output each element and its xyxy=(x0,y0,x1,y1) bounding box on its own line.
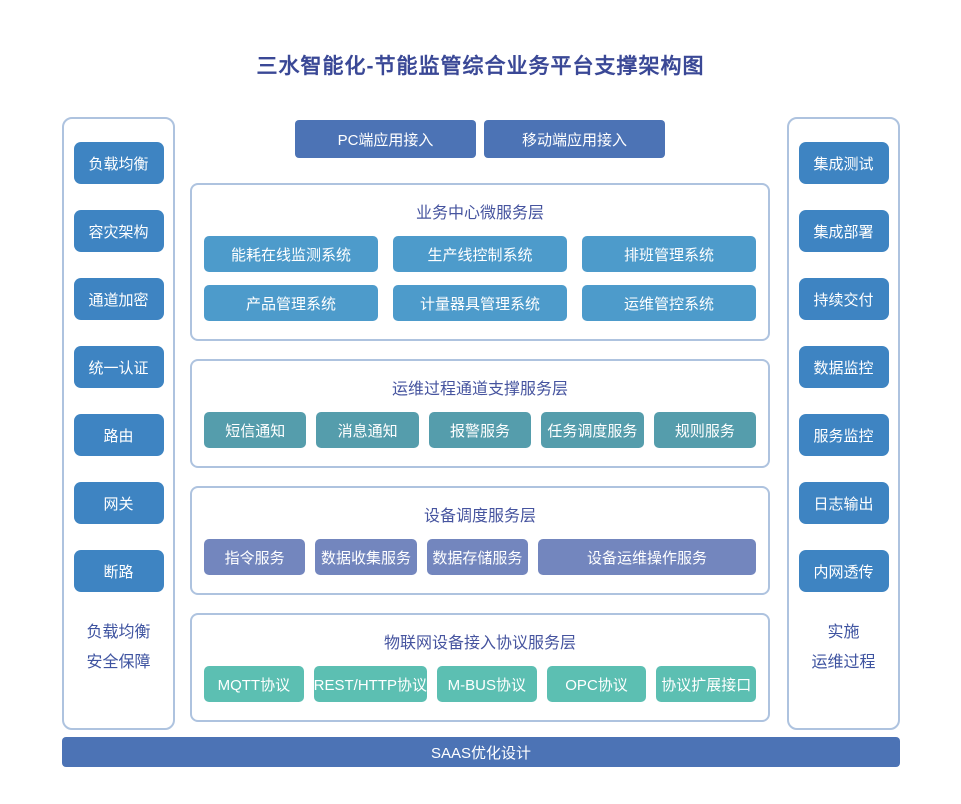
left-panel-item-load-balancing: 负载均衡 xyxy=(73,142,164,184)
service-box-mbus-protocol: M-BUS协议 xyxy=(437,666,537,702)
section-title: 运维过程通道支撑服务层 xyxy=(391,381,568,398)
center-column: PC端应用接入 移动端应用接入 业务中心微服务层 能耗在线监测系统 生产线控制系… xyxy=(190,120,770,740)
right-panel-item-intranet-passthrough: 内网透传 xyxy=(798,550,889,592)
service-box-opc-protocol: OPC协议 xyxy=(546,666,647,702)
service-box-ops-control: 运维管控系统 xyxy=(582,285,756,321)
right-panel-footer-line: 实施 xyxy=(827,624,860,641)
service-box-alarm-service: 报警服务 xyxy=(428,412,532,448)
service-box-data-collection: 数据收集服务 xyxy=(315,539,417,575)
left-panel-item-disaster-recovery: 容灾架构 xyxy=(73,210,164,252)
section-boxes: 指令服务 数据收集服务 数据存储服务 设备运维操作服务 xyxy=(204,539,756,575)
pc-access-box: PC端应用接入 xyxy=(295,120,476,158)
left-panel-item-unified-auth: 统一认证 xyxy=(73,346,164,388)
service-box-message-notification: 消息通知 xyxy=(316,412,419,448)
service-box-data-storage: 数据存储服务 xyxy=(426,539,529,575)
service-box-production-line-control: 生产线控制系统 xyxy=(393,236,567,272)
mobile-access-box: 移动端应用接入 xyxy=(484,120,665,158)
service-box-protocol-extension: 协议扩展接口 xyxy=(656,666,757,702)
left-panel-item-gateway: 网关 xyxy=(73,482,164,524)
service-box-mqtt-protocol: MQTT协议 xyxy=(204,666,304,702)
section-iot-protocol-access: 物联网设备接入协议服务层 MQTT协议 REST/HTTP协议 M-BUS协议 … xyxy=(190,613,770,722)
section-title: 设备调度服务层 xyxy=(423,508,536,525)
left-panel-item-circuit-break: 断路 xyxy=(73,550,164,592)
service-box-task-scheduling: 任务调度服务 xyxy=(541,412,644,448)
section-title: 业务中心微服务层 xyxy=(415,205,544,222)
service-box-device-ops-operation: 设备运维操作服务 xyxy=(538,539,756,575)
application-access-row: PC端应用接入 移动端应用接入 xyxy=(190,120,770,158)
section-boxes: 能耗在线监测系统 生产线控制系统 排班管理系统 产品管理系统 计量器具管理系统 … xyxy=(204,236,756,321)
left-panel-footer: 负载均衡 安全保障 xyxy=(64,618,173,678)
service-box-command-service: 指令服务 xyxy=(204,539,306,575)
service-box-rest-http-protocol: REST/HTTP协议 xyxy=(313,666,428,702)
left-panel-item-routing: 路由 xyxy=(73,414,164,456)
service-box-shift-management: 排班管理系统 xyxy=(582,236,756,272)
right-panel-item-data-monitoring: 数据监控 xyxy=(798,346,889,388)
right-panel-item-continuous-delivery: 持续交付 xyxy=(798,278,889,320)
service-box-rule-service: 规则服务 xyxy=(653,412,757,448)
section-boxes: 短信通知 消息通知 报警服务 任务调度服务 规则服务 xyxy=(204,412,757,448)
service-box-product-management: 产品管理系统 xyxy=(204,285,378,321)
section-ops-channel-support: 运维过程通道支撑服务层 短信通知 消息通知 报警服务 任务调度服务 规则服务 xyxy=(190,359,770,468)
section-boxes: MQTT协议 REST/HTTP协议 M-BUS协议 OPC协议 协议扩展接口 xyxy=(204,666,757,702)
page-title: 三水智能化-节能监管综合业务平台支撑架构图 xyxy=(256,55,705,78)
left-sidebar-panel: 负载均衡 容灾架构 通道加密 统一认证 路由 网关 断路 负载均衡 安全保障 xyxy=(62,117,175,730)
right-panel-item-service-monitoring: 服务监控 xyxy=(798,414,889,456)
right-panel-item-log-output: 日志输出 xyxy=(798,482,889,524)
section-business-microservices: 业务中心微服务层 能耗在线监测系统 生产线控制系统 排班管理系统 产品管理系统 … xyxy=(190,183,770,341)
right-panel-item-integration-test: 集成测试 xyxy=(798,142,889,184)
service-box-energy-monitoring: 能耗在线监测系统 xyxy=(204,236,378,272)
section-title: 物联网设备接入协议服务层 xyxy=(383,635,576,652)
right-panel-footer-line: 运维过程 xyxy=(811,654,876,671)
service-box-metering-device-management: 计量器具管理系统 xyxy=(393,285,567,321)
service-box-sms-notification: 短信通知 xyxy=(204,412,307,448)
saas-optimization-bar: SAAS优化设计 xyxy=(62,737,900,767)
left-panel-footer-line: 负载均衡 xyxy=(86,624,151,641)
left-panel-item-channel-encryption: 通道加密 xyxy=(73,278,164,320)
right-panel-item-integration-deploy: 集成部署 xyxy=(798,210,889,252)
left-panel-footer-line: 安全保障 xyxy=(86,654,151,671)
section-device-dispatch: 设备调度服务层 指令服务 数据收集服务 数据存储服务 设备运维操作服务 xyxy=(190,486,770,595)
right-panel-footer: 实施 运维过程 xyxy=(789,618,898,678)
right-sidebar-panel: 集成测试 集成部署 持续交付 数据监控 服务监控 日志输出 内网透传 实施 运维… xyxy=(787,117,900,730)
